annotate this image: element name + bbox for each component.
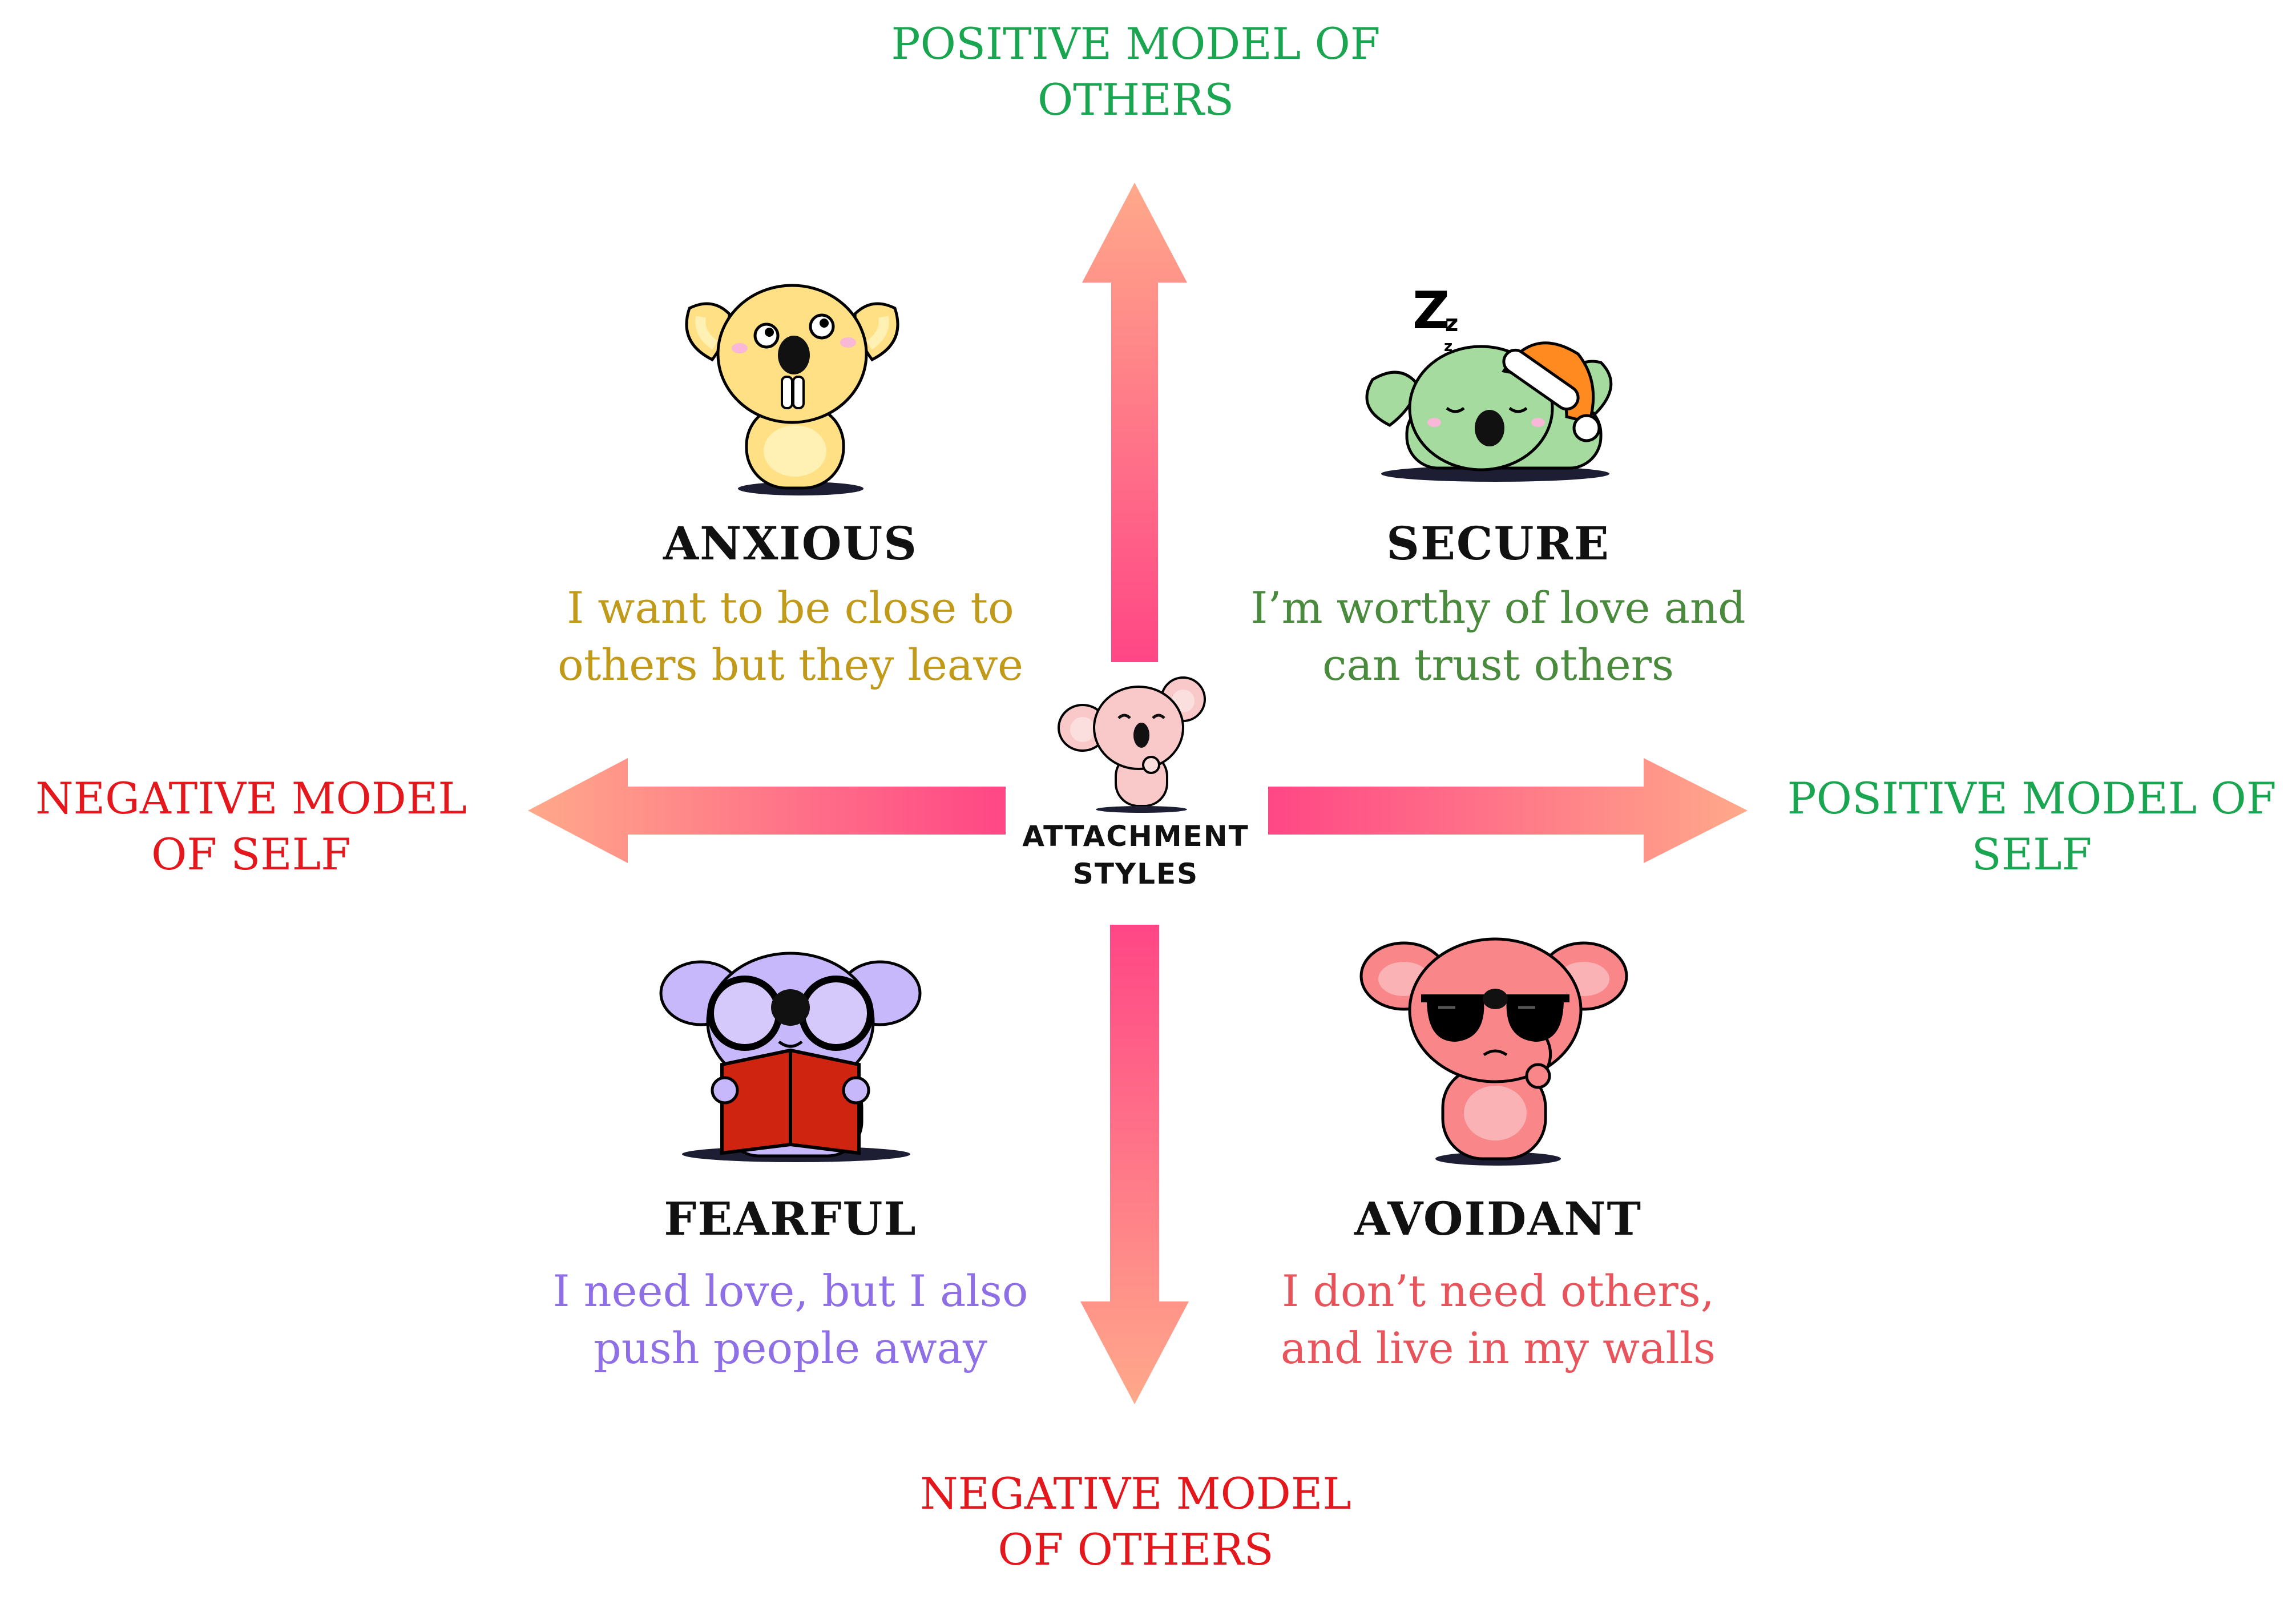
axis-label-left: NEGATIVE MODEL OF SELF (23, 771, 479, 882)
axis-label-top-line-1: POSITIVE MODEL OF (891, 18, 1381, 69)
reading-koala-icon (659, 952, 922, 1162)
svg-text:z: z (1445, 311, 1458, 337)
quadrant-desc-secure: I’m worthy of love and can trust others (1241, 579, 1755, 694)
quadrant-desc-avoidant: I don’t need others, and live in my wall… (1241, 1263, 1755, 1377)
axis-label-bottom-line-2: OF OTHERS (998, 1524, 1274, 1575)
quadrant-desc-avoidant-line-2: and live in my walls (1280, 1323, 1716, 1373)
axis-label-bottom: NEGATIVE MODEL OF OTHERS (856, 1466, 1415, 1578)
arrow-left (528, 758, 1006, 863)
axis-label-left-line-2: OF SELF (151, 829, 351, 880)
axis-label-top-line-2: OTHERS (1037, 74, 1234, 125)
quadrant-desc-fearful: I need love, but I also push people away (534, 1263, 1047, 1377)
quadrant-desc-anxious-line-2: others but they leave (557, 639, 1024, 690)
quadrant-title-fearful: FEARFUL (664, 1192, 917, 1246)
quadrant-desc-fearful-line-1: I need love, but I also (552, 1266, 1028, 1316)
quadrant-desc-avoidant-line-1: I don’t need others, (1282, 1266, 1714, 1316)
arrow-up (1082, 183, 1187, 662)
axis-label-right: POSITIVE MODEL OF SELF (1781, 771, 2283, 882)
svg-text:z: z (1444, 338, 1452, 355)
quadrant-desc-fearful-line-2: push people away (594, 1323, 987, 1373)
arrow-down (1080, 925, 1189, 1404)
sunglasses-koala-icon (1359, 937, 1628, 1166)
anxious-koala-icon (685, 284, 899, 495)
quadrant-desc-anxious: I want to be close to others but they le… (534, 579, 1047, 694)
center-title-line-2: STYLES (1072, 857, 1199, 890)
quadrant-desc-secure-line-2: can trust others (1322, 639, 1674, 690)
center-title-line-1: ATTACHMENT (1022, 820, 1249, 853)
axis-label-left-line-1: NEGATIVE MODEL (35, 773, 467, 824)
arrow-right (1268, 758, 1748, 863)
quadrant-title-secure: SECURE (1386, 517, 1610, 570)
quadrant-title-avoidant: AVOIDANT (1354, 1192, 1643, 1246)
thinking-koala-icon (1058, 676, 1206, 813)
center-title: ATTACHMENT STYLES (1022, 817, 1250, 893)
svg-text:Z: Z (1413, 281, 1450, 341)
axis-label-bottom-line-1: NEGATIVE MODEL (920, 1468, 1351, 1519)
axis-label-right-line-1: POSITIVE MODEL OF (1787, 773, 2277, 824)
sleeping-koala-icon: Z z z (1365, 281, 1613, 482)
axis-label-right-line-2: SELF (1971, 829, 2092, 880)
quadrant-desc-anxious-line-1: I want to be close to (567, 582, 1014, 633)
axis-label-top: POSITIVE MODEL OF OTHERS (856, 16, 1415, 128)
quadrant-desc-secure-line-1: I’m worthy of love and (1250, 582, 1746, 633)
quadrant-title-anxious: ANXIOUS (663, 517, 918, 570)
